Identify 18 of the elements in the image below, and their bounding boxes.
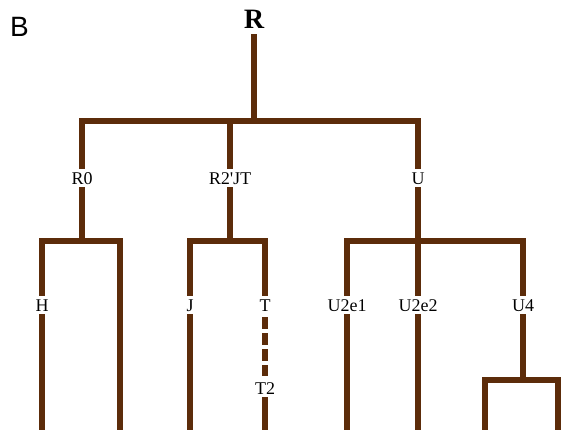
node-label: R2'JT [208,168,252,188]
panel-letter: B [10,12,29,42]
node-label: T2 [254,378,276,398]
node-label: T [258,295,272,315]
tree-branch [262,317,268,376]
tree-branch [344,314,350,430]
node-label: U4 [511,295,535,315]
node-label: R [242,5,266,35]
node-label: U [410,168,426,188]
node-label: U2e1 [326,295,368,315]
node-label: U2e2 [398,295,438,315]
node-label: J [186,295,194,315]
tree-branch [415,314,421,430]
tree-branch [262,397,268,430]
tree-branch [39,314,45,430]
node-label: R0 [70,168,94,188]
tree-branch [187,314,193,430]
node-label: H [34,295,50,315]
